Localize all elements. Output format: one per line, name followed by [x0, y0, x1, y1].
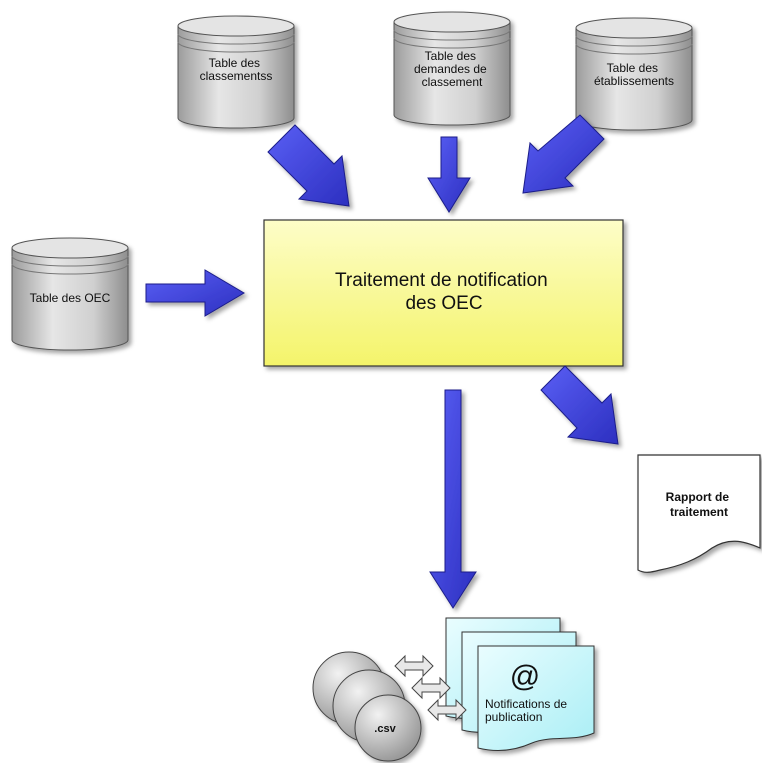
arrow-process-to-report	[540, 365, 619, 445]
csv-disc	[354, 694, 422, 762]
svg-text:Notifications de publica: Notifications de publication	[485, 697, 570, 724]
db-label-line: Table des	[607, 61, 658, 75]
svg-text:Table des OEC: Table des OEC	[30, 291, 111, 305]
arrow-process-to-notifications	[429, 389, 477, 609]
svg-text:Table des classementss: Table des classementss	[200, 56, 273, 83]
notification-label-line: publication	[485, 710, 542, 724]
db-label-line: demandes de	[414, 62, 487, 76]
db-etablissements: Table des établissements	[575, 17, 693, 131]
db-demandes: Table des demandes de classement	[393, 11, 511, 126]
process-title-line: Traitement de notification	[335, 270, 548, 291]
db-label-line: établissements	[594, 74, 674, 88]
double-arrow-icon	[427, 698, 467, 722]
report-document: Rapport de traitement	[637, 454, 761, 573]
arrow-demandes-to-process	[427, 136, 471, 213]
db-label-line: classementss	[200, 69, 273, 83]
db-label-line: Table des OEC	[30, 291, 111, 305]
at-icon: @	[510, 660, 540, 693]
report-label-line: Rapport de	[666, 490, 730, 504]
db-label-line: Table des	[425, 49, 476, 63]
svg-text:Table des établissements: Table des établissements	[594, 61, 674, 88]
svg-text:Table des demandes de: Table des demandes de classement	[414, 49, 490, 89]
svg-text:Rapport de traitement: Rapport de traitement	[666, 490, 733, 519]
process-title-line: des OEC	[405, 293, 482, 314]
process-box: Traitement de notification des OEC	[263, 219, 624, 367]
arrow-classements-to-process	[267, 124, 350, 207]
flow-arrows	[145, 114, 619, 609]
double-arrow-icon	[411, 676, 451, 700]
db-classements: Table des classementss	[177, 15, 295, 129]
notification-label-line: Notifications de	[485, 697, 567, 711]
db-label-line: Table des	[209, 56, 260, 70]
notification-documents: @ Notifications de publication	[445, 617, 595, 752]
arrow-etablissements-to-process	[522, 114, 605, 194]
exchange-arrows	[394, 654, 467, 722]
arrow-oec-to-process	[145, 269, 245, 317]
csv-files: .csv	[312, 651, 422, 762]
db-oec: Table des OEC	[11, 237, 129, 351]
svg-text:Traitement de notification: Traitement de notification des OEC	[335, 270, 553, 314]
report-label-line: traitement	[670, 505, 728, 519]
double-arrow-icon	[394, 654, 434, 678]
csv-label: .csv	[374, 723, 396, 735]
db-label-line: classement	[422, 75, 483, 89]
